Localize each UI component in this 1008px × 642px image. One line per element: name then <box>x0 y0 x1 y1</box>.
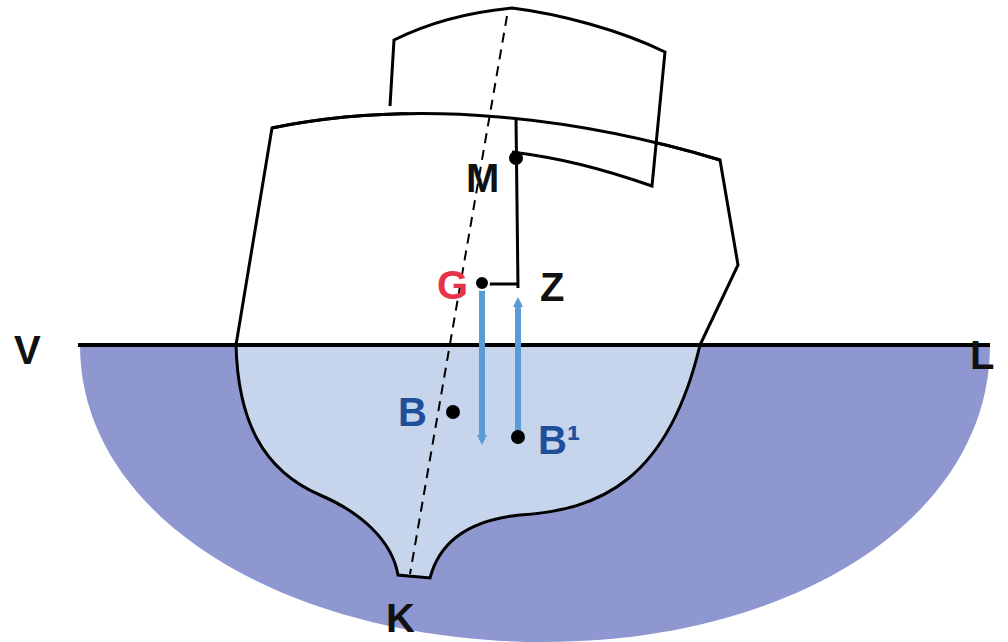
point-label: G <box>437 265 468 305</box>
superstructure <box>390 8 665 186</box>
point-label: M <box>466 158 499 198</box>
vertical-line <box>516 118 518 288</box>
point-label: Z <box>540 267 564 307</box>
weight-arrow <box>479 290 485 440</box>
point-m <box>509 151 523 165</box>
waterline-label: L <box>970 335 994 375</box>
upper-hull <box>236 114 738 345</box>
centreline <box>410 16 507 574</box>
waterline-label: V <box>14 330 41 370</box>
point-label: B¹ <box>538 420 580 460</box>
underwater-hull <box>236 345 700 578</box>
point-label: K <box>386 598 415 638</box>
water <box>80 345 990 642</box>
point-b <box>446 405 460 419</box>
buoyancy-arrow <box>515 302 521 432</box>
point-label: B <box>398 392 427 432</box>
waterline <box>78 343 990 347</box>
point-g <box>475 276 489 290</box>
point-b1 <box>511 430 525 444</box>
